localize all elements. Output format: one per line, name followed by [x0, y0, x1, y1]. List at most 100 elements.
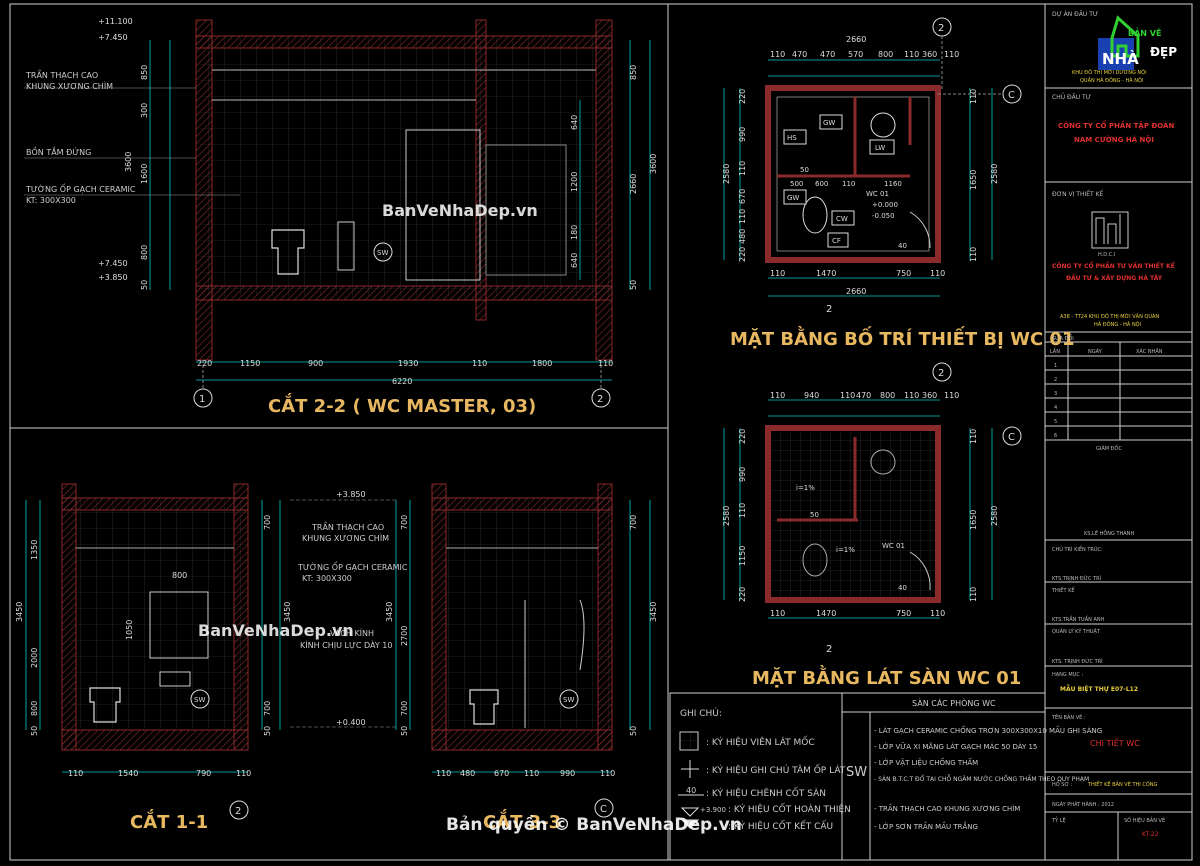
dim-total: 6220	[392, 377, 412, 386]
dim: 110	[969, 587, 978, 602]
watermark: BanVeNhaDep.vn	[382, 201, 538, 220]
hdci-text: H.D.C.I	[1098, 252, 1115, 258]
sheet-label: TÊN BẢN VẼ :	[1051, 713, 1086, 721]
dim: 110	[738, 503, 747, 518]
note-tile: TƯỜNG ỐP GẠCH CERAMIC	[25, 182, 136, 195]
level-mark: +3.850	[98, 273, 128, 282]
dim: 2660	[846, 35, 866, 44]
legend-symbol: 40	[686, 786, 696, 795]
chief-architect-name: KTS.TRỊNH ĐỨC TRÍ	[1052, 575, 1102, 582]
lavabo-icon	[870, 112, 896, 138]
revision-row: 6	[1054, 433, 1057, 439]
dim: 110	[969, 247, 978, 262]
designer-address: A38 - TT24 KHU ĐÔ THỊ MỚI VĂN QUÁN	[1060, 313, 1159, 320]
plan-floor-title: MẶT BẰNG LÁT SÀN WC 01	[752, 665, 1021, 689]
axis-label: 2	[597, 394, 603, 405]
floor-layer: - LỚP SƠN TRẦN MẦU TRẮNG	[874, 821, 978, 831]
dim: 1650	[969, 170, 978, 190]
slope-label: i=1%	[836, 546, 855, 554]
design-label: THIẾT KẾ	[1051, 586, 1075, 594]
dim: 470	[792, 50, 807, 59]
dim: 640	[570, 253, 579, 268]
dim: 110	[68, 769, 83, 778]
sw-symbol: SW	[377, 249, 388, 257]
floor-label: 50	[810, 511, 819, 519]
dim: 1150	[240, 359, 260, 368]
note-ceiling: TRẦN THẠCH CAO	[311, 520, 384, 533]
note-frame: KHUNG XƯƠNG CHÌM	[302, 532, 389, 543]
revision-col: XÁC NHẬN	[1136, 348, 1163, 355]
dim: 3600	[649, 154, 658, 174]
watermark: Bản quyền © BanVeNhaDep.vn	[446, 814, 742, 835]
dim: 50	[30, 726, 39, 736]
item-label: HẠNG MỤC :	[1052, 672, 1083, 678]
title-block	[1045, 15, 1192, 860]
dim: 110	[600, 769, 615, 778]
dim: 990	[738, 127, 747, 142]
scale-label: TỶ LỆ	[1051, 816, 1066, 824]
level-mark: -0.050	[872, 212, 895, 220]
sw-symbol: SW	[846, 765, 867, 780]
release-date: NGÀY PHÁT HÀNH : 2012	[1052, 801, 1114, 808]
dim: 50	[400, 726, 409, 736]
dim: 700	[263, 515, 272, 530]
revision-row: 2	[1054, 377, 1057, 383]
axis-label: C	[1008, 432, 1015, 443]
dim: 570	[848, 50, 863, 59]
dim: 990	[560, 769, 575, 778]
dim: 850	[629, 65, 638, 80]
sw-symbol: SW	[563, 696, 574, 704]
note-tile: TƯỜNG ỐP GẠCH CERAMIC	[297, 560, 408, 573]
section-2-2	[24, 19, 651, 408]
designer-name: CÔNG TY CỔ PHẦN TƯ VẤN THIẾT KẾ	[1052, 261, 1176, 270]
note-ceiling: TRẦN THẠCH CAO	[25, 68, 98, 81]
sheet-frame	[9, 3, 1193, 861]
legend-title: GHI CHÚ:	[680, 707, 722, 719]
owner-name: CÔNG TY CỔ PHẦN TẬP ĐOÀN	[1058, 120, 1174, 130]
dim: 1470	[816, 269, 836, 278]
fixture-label: 500	[790, 180, 803, 188]
dim: 1800	[532, 359, 552, 368]
axis-label: 1	[199, 394, 205, 405]
floor-layer: - SÀN B.T.C.T ĐỔ TẠI CHỖ NGÂM NƯỚC CHỐNG…	[874, 775, 1089, 783]
brand-logo	[1098, 38, 1134, 70]
dim: 470	[856, 391, 871, 400]
dim: 480	[738, 229, 747, 244]
dim: 750	[896, 609, 911, 618]
owner-name: NAM CƯỜNG HÀ NỘI	[1074, 135, 1154, 144]
dim: 110	[969, 429, 978, 444]
logo-text: ĐẸP	[1150, 45, 1177, 59]
fixture-label: 50	[800, 166, 809, 174]
floor-layer: - LỚP VẬT LIỆU CHỐNG THẤM	[874, 757, 978, 767]
dim: 110	[472, 359, 487, 368]
legend-item: : KÝ HIỆU VIÊN LÁT MỐC	[706, 735, 815, 748]
dim: 110	[904, 50, 919, 59]
dim: 700	[263, 701, 272, 716]
dim: 1200	[570, 172, 579, 192]
dim: 220	[738, 89, 747, 104]
logo-text: NHÀ	[1102, 49, 1139, 68]
dim: 110	[770, 391, 785, 400]
logo-text: BẢN VẼ	[1128, 27, 1161, 38]
floor-layers-title: SÀN CÁC PHÒNG WC	[912, 697, 996, 708]
dim: 1470	[816, 609, 836, 618]
urinal-icon	[337, 221, 355, 271]
dim: 1540	[118, 769, 138, 778]
axis-label: C	[1008, 90, 1015, 101]
dim: 640	[570, 115, 579, 130]
dim: 110	[930, 609, 945, 618]
fixture-label: CF	[832, 237, 841, 245]
axis-label: 2	[826, 304, 832, 315]
dim: 480	[460, 769, 475, 778]
dim: 110	[770, 50, 785, 59]
revision-row: 5	[1054, 419, 1057, 425]
level-mark: +11.100	[98, 17, 133, 26]
chief-architect-label: CHỦ TRÌ KIẾN TRÚC:	[1052, 545, 1103, 553]
designer-name: ĐẦU TƯ & XÂY DỰNG HÀ TÂY	[1066, 273, 1163, 282]
dim: 220	[738, 429, 747, 444]
dim: 110	[930, 269, 945, 278]
qc-name: KTS. TRỊNH ĐỨC TRÍ	[1052, 658, 1103, 665]
revision-col: NGÀY	[1088, 348, 1103, 355]
watermark: BanVeNhaDep.vn	[198, 621, 354, 640]
